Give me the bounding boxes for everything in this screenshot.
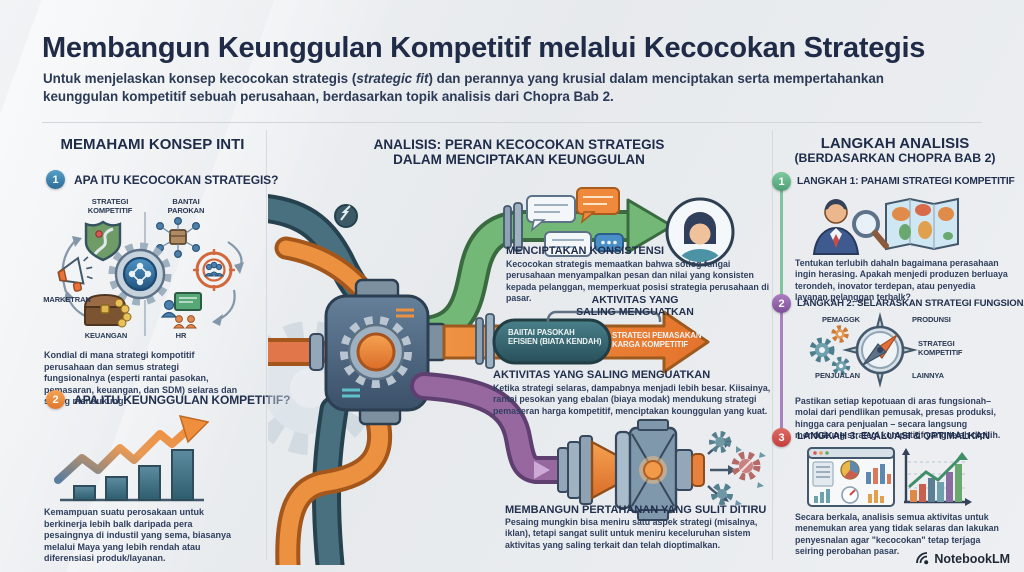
section-reinforce-title: AKTIVITAS YANG SALING MENGUATKAN <box>493 369 711 381</box>
subtitle-italic: strategic fit <box>356 71 429 86</box>
step-2-title: LANGKAH 2: SELARASKAN STRATEGI FUNGSIONA… <box>797 298 1024 309</box>
pipe-badge-icon <box>334 204 358 228</box>
gears-icon <box>809 325 851 376</box>
step-connector-2 <box>780 312 783 430</box>
compass-label-pemasaran: PEMAGGK <box>821 315 860 324</box>
step-2-number: 2 <box>772 294 791 313</box>
treasure-chest-icon <box>83 293 132 328</box>
page-title: Membangun Keunggulan Kompetitif melalui … <box>42 32 926 64</box>
growth-chart-icon <box>54 414 210 502</box>
concept-1-body: Kondial di mana strategi kompotitif peru… <box>44 350 238 407</box>
map-icon <box>885 197 959 251</box>
right-column-header: LANGKAH ANALISIS (BERDASARKAN CHOPRA BAB… <box>778 136 1012 165</box>
analyst-map-icon <box>812 197 959 255</box>
analyst-icon <box>812 199 860 255</box>
broken-gears-icon <box>707 431 766 506</box>
bracket-label-line2: SALING MENGUATKAN <box>576 306 694 319</box>
step-2-body: Pastikan setiap kepotuaan di aras fungsi… <box>795 396 1001 440</box>
consistency-arrow <box>410 198 674 348</box>
concept-2-title: APA ITU KEUNGGULAN KOMPETITIF? <box>74 393 291 407</box>
left-column-header: MEMAHAMI KONSEP INTI <box>60 136 245 153</box>
section-defense-title: MEMBANGUN PERTAHANAN YANG SULIT DITIRU <box>505 504 767 516</box>
section-consistency-body: Kecocokan strategis memaatkan bahwa soti… <box>506 259 770 303</box>
section-reinforce-body: Ketika strategi selaras, dampabnya menja… <box>493 383 771 416</box>
dashboard-window-icon <box>807 447 895 507</box>
step-connector-1 <box>780 190 783 296</box>
step-1-number: 1 <box>772 172 791 191</box>
strategic-fit-diagram <box>57 212 244 336</box>
supply-network-icon <box>156 217 201 259</box>
gear-icon <box>108 242 172 306</box>
bracket-line <box>546 310 662 322</box>
right-header-line1: LANGKAH ANALISIS <box>820 135 970 152</box>
compass-label-strategi-kompetitif: STRATEGI KOMPETITIF <box>918 339 963 357</box>
subtitle-text: Untuk menjelaskan konsep kecocokan strat… <box>43 71 357 86</box>
concept-2-body: Kemampuan suatu perosakaan untuk berkine… <box>44 507 232 564</box>
step-3-number: 3 <box>772 428 791 447</box>
concept-1-title: APA ITU KECOCOKAN STRATEGIS? <box>74 173 279 187</box>
concept-2-number: 2 <box>46 390 65 409</box>
middle-column-header: ANALISIS: PERAN KECOCOKAN STRATEGIS DALA… <box>330 137 708 168</box>
megaphone-icon <box>57 256 93 292</box>
middle-header-line1: ANALISIS: PERAN KECOCOKAN STRATEGIS <box>373 137 665 152</box>
notebooklm-logo-icon <box>916 552 929 565</box>
hr-presentation-icon <box>160 292 202 329</box>
step-3-title: LANGKAH 3: EVALUASI & OPTIMALKAN <box>797 431 990 442</box>
step-3-body: Secara berkala, analisis semua aktivitas… <box>795 512 999 556</box>
label-pemasaran: MARKETRAN <box>43 295 91 304</box>
compass-rose <box>842 312 918 388</box>
header-divider <box>42 122 982 123</box>
column-divider <box>772 130 773 560</box>
compass-label-penjualan: PENJUALAN <box>815 371 860 380</box>
trend-chart-icon <box>902 448 972 506</box>
compass-icon <box>809 312 918 388</box>
bracket-label-line1: AKTIVITAS YANG <box>591 294 679 306</box>
bracket-label: AKTIVITAS YANG SALING MENGUATKAN <box>550 294 720 318</box>
section-defense-body: Pesaing mungkin bisa meniru satu aspek s… <box>505 517 758 550</box>
concept-1-number: 1 <box>46 170 65 189</box>
supply-pipe <box>475 313 612 369</box>
hub-gear-icon <box>340 316 412 388</box>
step-1-title: LANGKAH 1: PAHAMI STRATEGI KOMPETITIF <box>797 176 1015 187</box>
right-header-line2: (BERDASARKAN CHOPRA BAB 2) <box>794 150 996 165</box>
bottom-pipes <box>275 395 392 565</box>
compass-label-lainnya: LAINNYA <box>912 371 944 380</box>
defense-pipe <box>410 372 574 484</box>
customer-avatar <box>665 197 735 267</box>
shield-icon <box>84 220 122 262</box>
magnifier-icon <box>852 210 889 249</box>
label-hr: HR <box>175 331 187 340</box>
subtitle-text: ) dan perannya yang krusial dalam mencip… <box>43 71 884 105</box>
valve-machine-icon <box>557 419 705 521</box>
inflow-pipes <box>268 194 378 371</box>
middle-header-line2: DALAM MENCIPTAKAN KEUNGGULAN <box>393 151 645 167</box>
marketing-arrow-label: STRATEGI PEMASAKAN KARGA KOMPETITIF <box>612 331 702 350</box>
step-1-body: Tentukan terlubih dahaln bagaimana peras… <box>795 258 1008 302</box>
notebooklm-badge: NotebookLM <box>915 551 1010 566</box>
label-keuangan: KEUANGAN <box>84 331 128 340</box>
evaluation-dashboard-icon <box>807 447 972 507</box>
label-strategi-kompetitif: STRATEGI KOMPETITIF <box>87 197 133 215</box>
hub-machine <box>324 278 448 426</box>
supply-pipe-label: BAIITAI PASOKAH EFISIEN (BIATA KENDAH) <box>508 328 602 347</box>
column-divider <box>266 130 267 560</box>
section-consistency-title: MENCIPTAKAN KONSISTENSI <box>506 245 665 257</box>
target-customers-icon <box>193 249 235 291</box>
page-subtitle: Untuk menjelaskan konsep kecocokan strat… <box>43 70 958 106</box>
compass-label-produksi: PRODUNSI <box>912 315 951 324</box>
label-rantai-pasokan: BANTAI PAROKAN <box>167 197 205 215</box>
pipes-illustration <box>268 187 766 565</box>
chat-bubbles-icon <box>526 187 624 257</box>
notebooklm-brand-text: NotebookLM <box>934 551 1010 566</box>
